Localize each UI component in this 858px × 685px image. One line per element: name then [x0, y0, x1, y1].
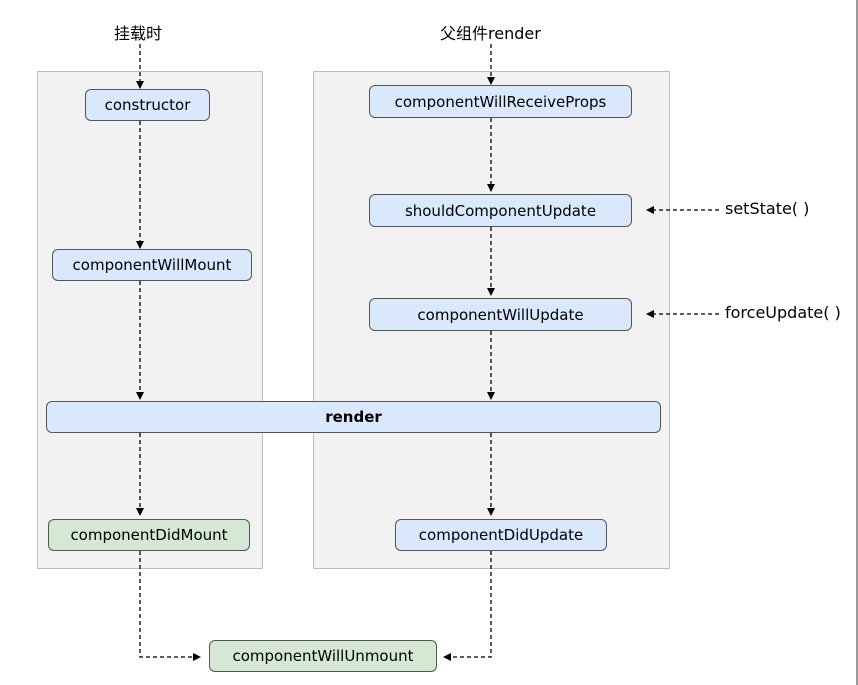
- render-node: render: [46, 401, 661, 433]
- component-will-mount-node: componentWillMount: [52, 249, 252, 281]
- component-did-update-node: componentDidUpdate: [395, 519, 607, 551]
- mount-trigger-label: 挂载时: [114, 24, 163, 43]
- update-trigger-label: 父组件render: [440, 24, 541, 43]
- component-will-update-node: componentWillUpdate: [369, 298, 632, 331]
- image-border: [856, 0, 858, 685]
- component-did-mount-node: componentDidMount: [48, 519, 250, 551]
- force-update-label: forceUpdate( ): [725, 303, 841, 322]
- constructor-node: constructor: [85, 89, 210, 121]
- should-component-update-node: shouldComponentUpdate: [369, 194, 632, 227]
- component-will-unmount-node: componentWillUnmount: [209, 640, 437, 672]
- arrow-didupdate-to-unmount: [443, 551, 492, 661]
- set-state-label: setState( ): [725, 199, 810, 218]
- arrow-didmount-to-unmount: [139, 551, 201, 661]
- component-will-receive-props-node: componentWillReceiveProps: [369, 85, 632, 118]
- mount-phase-panel: [37, 71, 263, 569]
